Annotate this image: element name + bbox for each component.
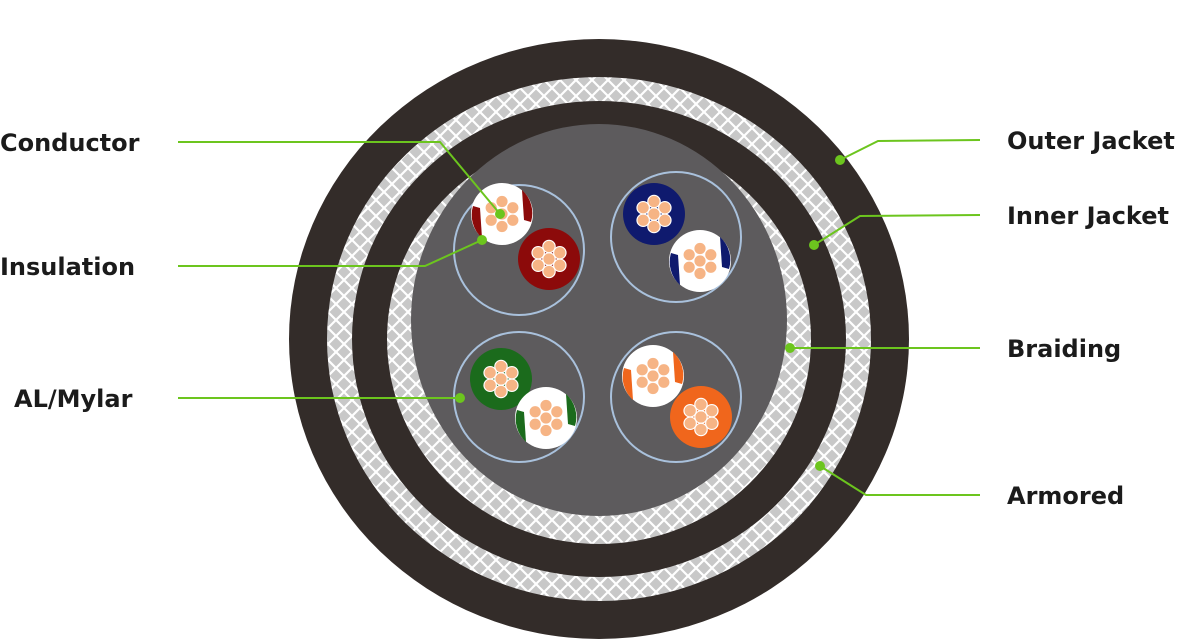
- insulation-stripe: [720, 237, 731, 269]
- conductor-strand: [683, 416, 697, 431]
- conductor-strand: [531, 258, 545, 273]
- conductor-strand: [495, 194, 509, 209]
- conductor-strand: [635, 375, 649, 390]
- conductor-strand: [683, 403, 697, 418]
- al-mylar-leader-dot: [455, 393, 465, 403]
- conductor-leader: [178, 141, 501, 215]
- inner-jacket-label: Inner Jacket: [1007, 202, 1169, 230]
- conductor-strand: [705, 403, 719, 418]
- insulation-stripe: [522, 190, 533, 222]
- green-pair: [453, 331, 585, 463]
- insulation-stripe: [515, 410, 526, 442]
- wire-a: [623, 183, 685, 245]
- conductor-strand: [542, 239, 556, 254]
- leader-lines: [178, 139, 981, 496]
- conductor-strand: [539, 423, 553, 438]
- conductor-strand: [505, 365, 519, 380]
- core-filler: [411, 124, 787, 516]
- conductor-strand: [542, 264, 556, 279]
- labels: Conductor Insulation AL/Mylar Outer Jack…: [0, 127, 1175, 510]
- conductor-strand: [647, 219, 661, 234]
- wire-b: [669, 230, 731, 292]
- conductor-strand: [693, 266, 707, 281]
- wire-b: [670, 386, 732, 448]
- conductor-strand: [694, 397, 708, 412]
- wire-b: [515, 387, 577, 449]
- insulation-stripe: [471, 206, 482, 238]
- conductor-strand: [636, 213, 650, 228]
- conductor-strand: [531, 245, 545, 260]
- al-mylar-label: AL/Mylar: [14, 385, 133, 413]
- conductor-strand: [635, 362, 649, 377]
- insulation-stripe: [669, 253, 680, 285]
- conductor-strand: [636, 200, 650, 215]
- al-mylar-shield: [610, 331, 742, 463]
- al-mylar-shield: [453, 184, 585, 316]
- orange-pair: [610, 331, 742, 463]
- conductor-strand: [647, 194, 661, 209]
- insulation-leader: [178, 239, 483, 267]
- blue-pair: [610, 171, 742, 303]
- insulation-stripe: [566, 394, 577, 426]
- al-mylar-shield: [610, 171, 742, 303]
- conductor-strand: [694, 422, 708, 437]
- inner-jacket-leader: [813, 214, 981, 246]
- armored-label: Armored: [1007, 482, 1124, 510]
- inner-jacket-leader-dot: [809, 240, 819, 250]
- armored-leader-dot: [815, 461, 825, 471]
- conductor-strand: [483, 365, 497, 380]
- conductor-strand: [494, 384, 508, 399]
- braiding-label: Braiding: [1007, 335, 1121, 363]
- conductor-strand: [494, 359, 508, 374]
- conductor-strand: [682, 247, 696, 262]
- wire-a: [622, 345, 684, 407]
- outer-jacket-leader: [839, 139, 981, 161]
- outer-jacket-leader-dot: [835, 155, 845, 165]
- conductor-strand: [550, 404, 564, 419]
- conductor-strand: [495, 219, 509, 234]
- conductor-strand: [704, 247, 718, 262]
- cable-layers: [289, 39, 909, 639]
- conductor-strand: [693, 241, 707, 256]
- outer-jacket-label: Outer Jacket: [1007, 127, 1175, 155]
- conductor-strand: [553, 245, 567, 260]
- insulation-label: Insulation: [0, 253, 135, 281]
- armored-leader: [819, 465, 980, 496]
- wire-a: [470, 348, 532, 410]
- conductor-label: Conductor: [0, 129, 140, 157]
- conductor-strand: [506, 200, 520, 215]
- conductor-strand: [657, 362, 671, 377]
- conductor-strand: [646, 381, 660, 396]
- braiding-leader-dot: [785, 343, 795, 353]
- conductor-strand: [539, 398, 553, 413]
- conductor-strand: [658, 200, 672, 215]
- conductor-strand: [682, 260, 696, 275]
- conductor-leader-dot: [495, 209, 505, 219]
- insulation-stripe: [673, 352, 684, 384]
- conductor-strand: [646, 356, 660, 371]
- wire-b: [518, 228, 580, 290]
- insulation-stripe: [622, 368, 633, 400]
- conductor-strand: [528, 404, 542, 419]
- conductor-strand: [528, 417, 542, 432]
- conductor-strand: [483, 378, 497, 393]
- conductor-strand: [484, 200, 498, 215]
- insulation-leader-dot: [477, 235, 487, 245]
